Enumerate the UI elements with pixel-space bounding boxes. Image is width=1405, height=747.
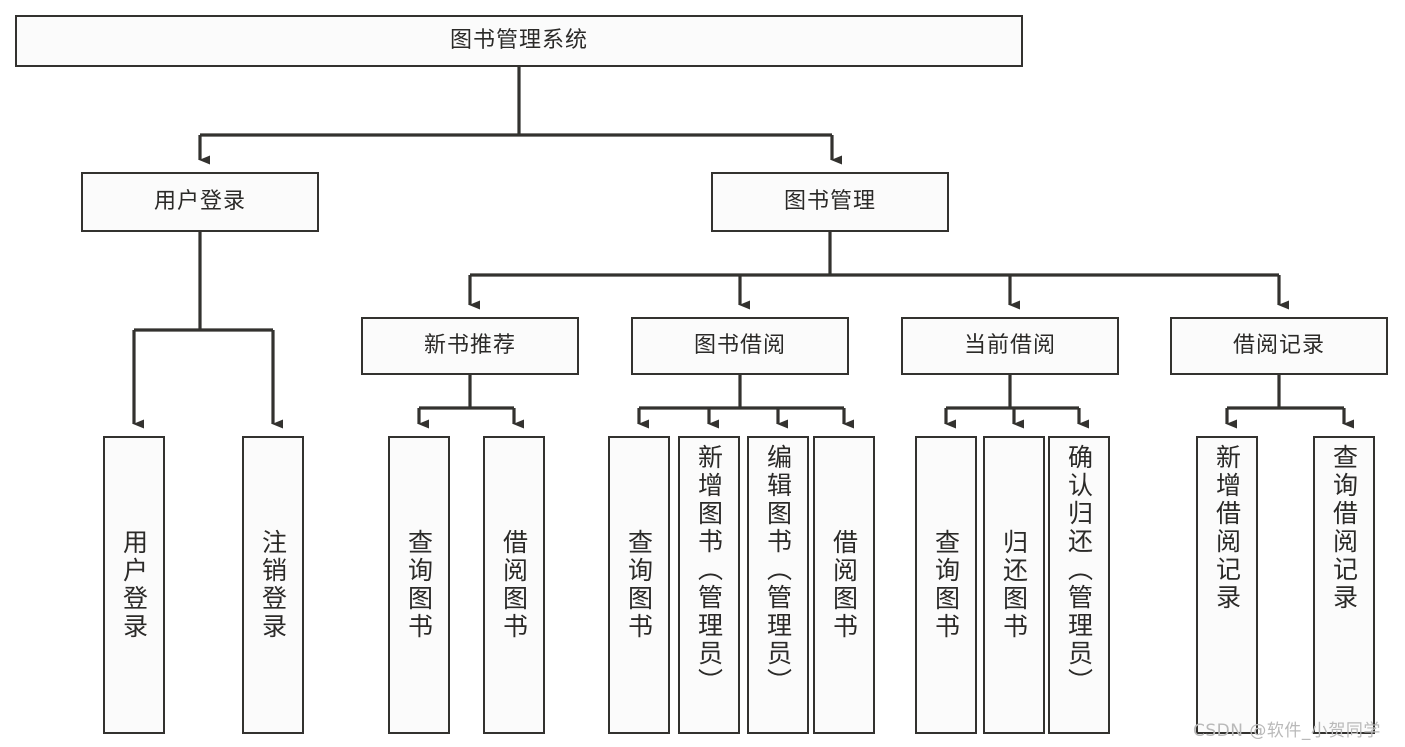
node-user-login[interactable]: 用户登录 <box>81 172 319 232</box>
node-label: 新增图书（管理员） <box>694 444 724 696</box>
node-label: 查询图书 <box>624 529 654 641</box>
node-leaf-user-login[interactable]: 用户登录 <box>103 436 165 734</box>
node-root-system[interactable]: 图书管理系统 <box>15 15 1023 67</box>
node-label: 新书推荐 <box>423 333 516 359</box>
node-label: 借阅记录 <box>1232 333 1325 359</box>
node-leaf-edit-book[interactable]: 编辑图书（管理员） <box>747 436 809 734</box>
node-label: 归还图书 <box>999 529 1029 641</box>
node-label: 新增借阅记录 <box>1212 444 1242 612</box>
node-label: 图书管理 <box>783 189 876 215</box>
csdn-watermark: CSDN @软件_小贺同学 <box>1193 721 1381 741</box>
node-book-borrow[interactable]: 图书借阅 <box>631 317 849 375</box>
node-label: 查询图书 <box>931 529 961 641</box>
node-label: 注销登录 <box>258 529 288 641</box>
node-label: 用户登录 <box>119 529 149 641</box>
node-label: 借阅图书 <box>829 529 859 641</box>
node-borrow-record[interactable]: 借阅记录 <box>1170 317 1388 375</box>
node-label: 查询借阅记录 <box>1329 444 1359 612</box>
node-leaf-query-book-rec[interactable]: 查询图书 <box>388 436 450 734</box>
node-label: 当前借阅 <box>963 333 1056 359</box>
node-leaf-confirm-return[interactable]: 确认归还（管理员） <box>1048 436 1110 734</box>
node-label: 确认归还（管理员） <box>1064 444 1094 696</box>
node-leaf-add-book[interactable]: 新增图书（管理员） <box>678 436 740 734</box>
node-leaf-query-borrow-record[interactable]: 查询借阅记录 <box>1313 436 1375 734</box>
node-leaf-borrow-book[interactable]: 借阅图书 <box>813 436 875 734</box>
node-leaf-return-book[interactable]: 归还图书 <box>983 436 1045 734</box>
node-current-borrow[interactable]: 当前借阅 <box>901 317 1119 375</box>
node-label: 用户登录 <box>153 189 246 215</box>
node-leaf-query-book-borrow[interactable]: 查询图书 <box>608 436 670 734</box>
node-leaf-query-book-current[interactable]: 查询图书 <box>915 436 977 734</box>
node-leaf-logout[interactable]: 注销登录 <box>242 436 304 734</box>
node-label: 图书借阅 <box>693 333 786 359</box>
node-leaf-add-borrow-record[interactable]: 新增借阅记录 <box>1196 436 1258 734</box>
node-label: 编辑图书（管理员） <box>763 444 793 696</box>
node-label: 借阅图书 <box>499 529 529 641</box>
node-label: 查询图书 <box>404 529 434 641</box>
node-label: 图书管理系统 <box>449 28 588 54</box>
node-book-manage[interactable]: 图书管理 <box>711 172 949 232</box>
node-new-book-recommend[interactable]: 新书推荐 <box>361 317 579 375</box>
node-leaf-borrow-book-rec[interactable]: 借阅图书 <box>483 436 545 734</box>
